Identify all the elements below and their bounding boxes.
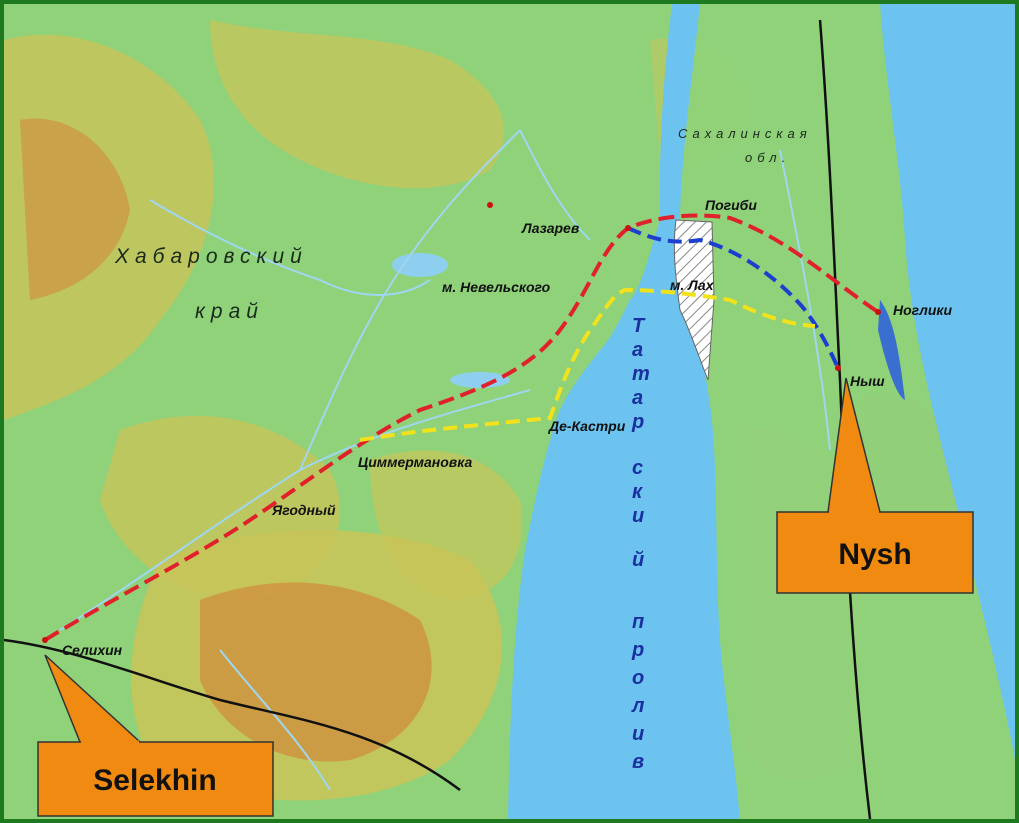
strait-letter: и — [632, 723, 644, 745]
place-label-lakh: м. Лах — [670, 277, 715, 293]
strait-letter: й — [632, 549, 644, 571]
region-label-khabarovsk: Хабаровский — [114, 245, 308, 268]
nogliki-lagoon — [878, 300, 905, 400]
strait-letter: Т — [632, 315, 646, 337]
place-label-nevelskogo: м. Невельского — [442, 279, 551, 295]
rivers — [59, 129, 831, 791]
region-label-krai: край — [195, 300, 264, 323]
sea-okhotsk-water — [880, 4, 1015, 760]
place-label-nysh: Ныш — [850, 373, 885, 389]
strait-letter: р — [631, 411, 644, 433]
railways — [4, 19, 872, 819]
strait-letter: с — [632, 457, 643, 479]
strait-letter: п — [632, 611, 644, 633]
callout-nysh-label: Nysh — [838, 538, 911, 571]
callout-selekhin-label: Selekhin — [93, 764, 216, 797]
strait-letter: к — [632, 481, 643, 503]
place-label-tsimmermanovka: Циммермановка — [358, 454, 472, 470]
place-label-nogliki: Ноглики — [893, 302, 952, 318]
region-label-sakhalin: Сахалинская — [678, 126, 812, 141]
lake — [392, 253, 448, 277]
place-label-yagodny: Ягодный — [271, 502, 336, 518]
map-canvas: Хабаровский край Сахалинская обл. Т а т … — [4, 4, 1015, 819]
place-label-selikhin: Селихин — [62, 642, 123, 658]
strait-letter: и — [632, 505, 644, 527]
strait-letter: а — [632, 339, 643, 361]
place-label-pogibi: Погиби — [705, 197, 757, 213]
settlement-markers — [42, 202, 881, 643]
strait-letter: р — [631, 639, 644, 661]
strait-letter: в — [632, 751, 644, 773]
hatched-zone — [673, 219, 715, 381]
callout-selekhin: Selekhin — [37, 654, 274, 817]
strait-letter: л — [631, 695, 645, 717]
place-label-de-kastri: Де-Кастри — [548, 418, 626, 434]
route-red — [43, 213, 880, 642]
route-blue — [627, 226, 840, 369]
lake — [450, 372, 510, 388]
callout-nysh: Nysh — [776, 377, 974, 594]
place-label-lazarev: Лазарев — [521, 220, 580, 236]
tatar-strait-water — [508, 4, 740, 819]
region-label-oblast: обл. — [745, 150, 790, 165]
strait-letter: т — [632, 363, 650, 385]
strait-label: Т а т а р с к и й п р о л и в — [631, 315, 650, 773]
route-yellow — [359, 287, 816, 442]
strait-letter: о — [632, 667, 644, 689]
strait-letter: а — [632, 387, 643, 409]
